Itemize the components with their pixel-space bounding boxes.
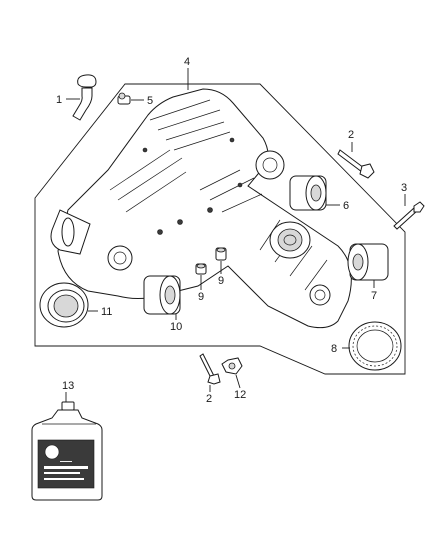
callout-6: 6 [343, 200, 349, 212]
part-2-bolt-upper [337, 142, 375, 179]
callout-4: 4 [184, 56, 190, 68]
part-5-plug [117, 92, 144, 105]
callout-3: 3 [401, 182, 407, 194]
part-1-vent-tube [66, 74, 97, 121]
callout-12: 12 [234, 389, 246, 401]
part-11-seal [39, 282, 98, 328]
callout-9-right: 9 [218, 275, 224, 287]
callout-8: 8 [331, 343, 337, 355]
part-2-bolt-lower [199, 353, 221, 392]
part-10-bushing [143, 275, 181, 320]
assembly-boundary [34, 83, 406, 375]
callout-11: 11 [101, 306, 112, 318]
part-13-fluid-bottle: ▬▬▬▬ [31, 392, 103, 501]
callout-labels: 1 5 4 2 3 6 7 9 9 10 11 8 2 12 13 [56, 56, 407, 405]
svg-text:▬▬▬▬: ▬▬▬▬ [60, 459, 72, 463]
part-3-bolt [393, 194, 425, 230]
part-6-bushing [289, 175, 340, 211]
callout-2-upper: 2 [348, 129, 354, 141]
callout-7: 7 [371, 290, 377, 302]
callout-5: 5 [147, 95, 153, 107]
part-12-nut [221, 357, 243, 389]
callout-10: 10 [170, 321, 182, 333]
part-8-tone-ring [342, 321, 402, 371]
part-7-bushing [347, 243, 389, 288]
callout-2-lower: 2 [206, 393, 212, 405]
callout-13: 13 [62, 380, 74, 392]
part-9-bushing-right [215, 247, 227, 274]
part-9-bushing-left [195, 263, 207, 290]
callout-1: 1 [56, 94, 62, 106]
callout-9-left: 9 [198, 291, 204, 303]
part-4-differential-housing [50, 88, 352, 329]
